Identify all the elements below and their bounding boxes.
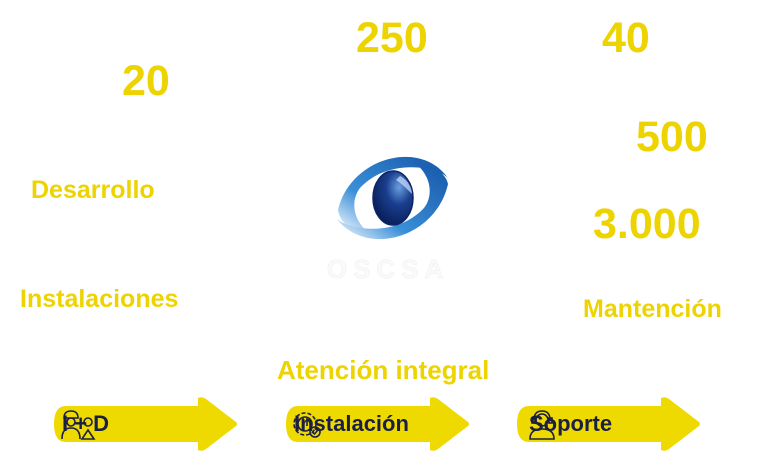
label-desarrollo: Desarrollo <box>31 176 155 204</box>
arrow-instalacion: Instalación <box>284 396 470 452</box>
eye-logo-icon <box>330 148 454 248</box>
label-atencion-integral: Atención integral <box>277 355 490 385</box>
label-mantencion: Mantención <box>583 295 722 323</box>
arrow-label: Soporte <box>529 411 613 436</box>
logo-text: OSCSA <box>326 254 450 285</box>
stat-40: 40 <box>602 14 650 62</box>
arrow-soporte: Soporte <box>515 396 701 452</box>
stat-20: 20 <box>122 57 170 105</box>
stat-250: 250 <box>356 14 428 62</box>
label-instalaciones: Instalaciones <box>20 285 179 313</box>
arrow-i-d: I + D <box>52 396 238 452</box>
stat-3000: 3.000 <box>593 200 701 248</box>
stat-500: 500 <box>636 113 708 161</box>
arrow-label: I + D <box>62 411 110 436</box>
